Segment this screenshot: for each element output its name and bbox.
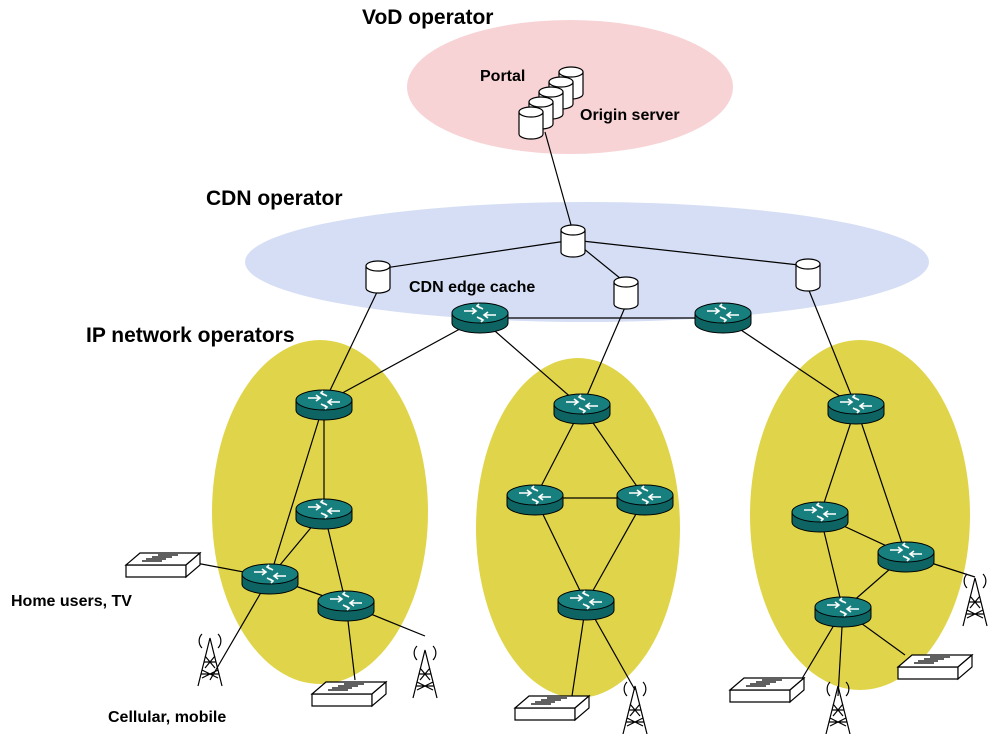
router-icon [694,302,752,334]
router-icon [616,484,674,516]
cellular-mobile-label: Cellular, mobile [108,709,226,726]
router-icon [241,563,299,595]
home-users-label: Home users, TV [11,593,132,610]
vod-operator-label: VoD operator [362,6,493,29]
router-icon [451,302,509,334]
router-icon [553,393,611,425]
database-icon [518,106,544,140]
ip-network-operators-label: IP network operators [86,324,295,347]
cdn-operator-label: CDN operator [206,187,343,210]
router-icon [295,498,353,530]
portal-label: Portal [480,68,525,85]
router-icon [791,501,849,533]
ip-region-middle [476,358,680,698]
switch-icon [514,695,590,721]
router-icon [557,589,615,621]
cdn-edge-cache-label: CDN edge cache [409,279,535,296]
origin-server-label: Origin server [580,107,680,124]
router-icon [827,393,885,425]
database-icon [560,224,586,258]
database-icon [795,258,821,292]
router-icon [506,484,564,516]
cell-tower-icon [412,645,438,699]
switch-icon [311,681,387,707]
switch-icon [897,654,973,680]
router-icon [814,596,872,628]
ip-region-right [750,340,970,690]
router-icon [317,590,375,622]
switch-icon [125,552,201,578]
router-icon [877,541,935,573]
links [179,131,976,697]
switch-icon [729,677,805,703]
database-icon [365,260,391,294]
cell-tower-icon [197,633,223,687]
cdn-region [245,202,929,322]
cell-tower-icon [962,573,988,627]
database-icon [613,276,639,310]
router-icon [295,389,353,421]
